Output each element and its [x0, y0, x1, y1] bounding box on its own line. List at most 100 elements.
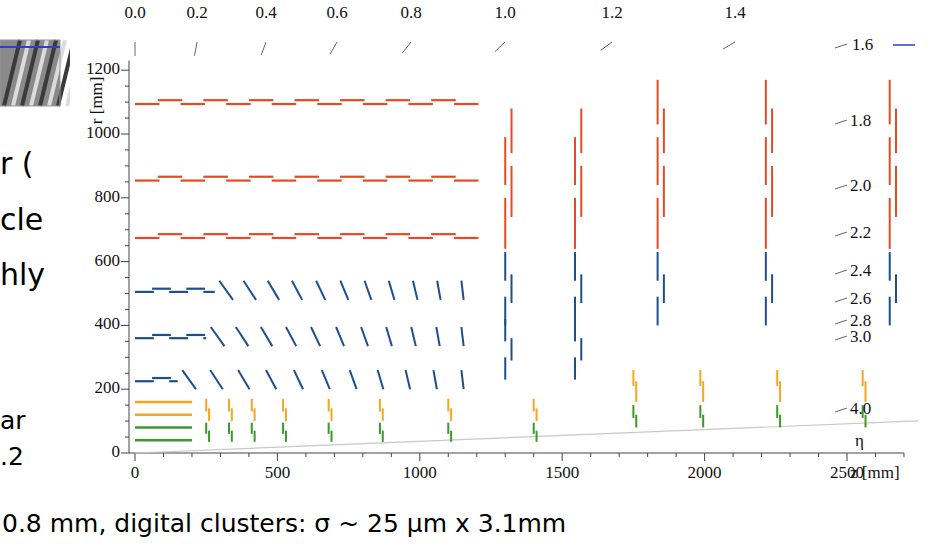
strip-endcap-module	[765, 137, 767, 185]
strip-barrel-module	[317, 103, 341, 105]
strip-endcap-module	[574, 198, 576, 249]
inner-pixel-ring	[208, 408, 210, 421]
pixel-barrel-module	[203, 337, 206, 339]
strip-barrel-module	[386, 99, 410, 101]
eta-value: 2.0	[850, 177, 871, 196]
eta-tick	[195, 42, 197, 56]
tick	[163, 453, 164, 457]
strip-barrel-module	[272, 237, 296, 239]
inner-pixel-ring	[776, 370, 778, 386]
eta-value: 0.6	[326, 4, 347, 23]
tick	[121, 325, 129, 326]
eta-value: 2.6	[850, 290, 871, 309]
tick	[125, 102, 129, 103]
inner-pixel-ring	[228, 399, 230, 412]
strip-barrel-module	[272, 103, 296, 105]
strip-barrel-module	[294, 99, 318, 101]
tick	[562, 453, 563, 461]
inner-pixel-ring	[285, 408, 287, 421]
pixel-endcap-module	[574, 252, 576, 281]
tick	[121, 261, 129, 262]
tick	[903, 453, 904, 457]
inner-pixel-ring	[533, 399, 535, 412]
inclined-module	[336, 327, 344, 346]
inner-pixel-ring	[254, 408, 256, 421]
pixel-endcap-module	[580, 274, 582, 303]
tick	[125, 309, 129, 310]
strip-barrel-module	[363, 237, 387, 239]
pixel-endcap-module	[657, 252, 659, 281]
inclined-module	[311, 327, 320, 346]
z-axis	[129, 453, 904, 454]
eta-tick	[135, 42, 136, 56]
plot-ground	[70, 0, 932, 500]
axis-tick-label: 800	[95, 188, 121, 207]
inclined-module	[219, 281, 233, 300]
tick	[476, 453, 477, 457]
eta-line	[135, 421, 918, 453]
inner-pixel-layer	[135, 401, 192, 403]
inner-pixel-ring	[208, 431, 210, 442]
inner-pixel-layer	[135, 414, 192, 416]
axis-tick-label: 1000	[86, 124, 120, 143]
pixel-barrel-module	[186, 288, 205, 290]
tick	[121, 389, 129, 390]
inclined-module	[461, 281, 463, 300]
strip-endcap-module	[771, 166, 773, 217]
tick	[121, 70, 129, 71]
inner-pixel-ring	[331, 408, 333, 421]
tick	[647, 453, 648, 457]
inner-pixel-ring	[865, 381, 867, 402]
inner-pixel-ring	[254, 431, 256, 442]
pixel-endcap-module	[580, 338, 582, 360]
inclined-module	[378, 370, 384, 389]
eta-tick	[495, 42, 505, 52]
eta-value: η	[855, 432, 864, 451]
tick	[818, 453, 819, 457]
strip-barrel-module	[226, 237, 250, 239]
strip-barrel-module	[226, 103, 250, 105]
strip-barrel-module	[135, 179, 159, 181]
tick	[277, 453, 278, 461]
strip-barrel-module	[386, 233, 410, 235]
tick	[125, 86, 129, 87]
tick	[121, 453, 129, 454]
pixel-barrel-module	[152, 288, 171, 290]
pixel-endcap-module	[771, 274, 773, 303]
eta-value: 0.4	[255, 4, 276, 23]
pixel-barrel-module	[152, 377, 171, 379]
axis-tick-label: 1000	[403, 464, 437, 483]
inner-pixel-ring	[776, 405, 778, 418]
r-axis	[129, 61, 130, 453]
axis-tick-label: 1500	[545, 464, 579, 483]
eta-tick	[835, 44, 847, 48]
tick	[733, 453, 734, 457]
pixel-endcap-module	[504, 252, 506, 281]
slide-text: r (	[0, 147, 34, 180]
inclined-module	[437, 281, 440, 300]
inclined-module	[365, 281, 372, 300]
axis-tick-label: 400	[95, 315, 121, 334]
axis-tick-label: 500	[265, 464, 291, 483]
tick	[125, 181, 129, 182]
pixel-barrel-module	[186, 334, 205, 336]
inner-pixel-ring	[251, 423, 253, 434]
tick	[619, 453, 620, 457]
strip-barrel-module	[294, 233, 318, 235]
strip-endcap-module	[765, 198, 767, 249]
eta-tick	[835, 298, 847, 302]
tick	[875, 453, 876, 457]
inclined-module	[316, 281, 325, 300]
eta-tick	[835, 185, 847, 189]
eta-tick	[835, 270, 847, 274]
tick	[135, 453, 136, 461]
axis-tick-label: 200	[95, 379, 121, 398]
tick	[125, 213, 129, 214]
strip-barrel-module	[408, 103, 432, 105]
inclined-module	[238, 370, 249, 389]
strip-barrel-module	[272, 179, 296, 181]
tick	[761, 453, 762, 457]
inner-pixel-ring	[536, 431, 538, 442]
tick	[125, 421, 129, 422]
